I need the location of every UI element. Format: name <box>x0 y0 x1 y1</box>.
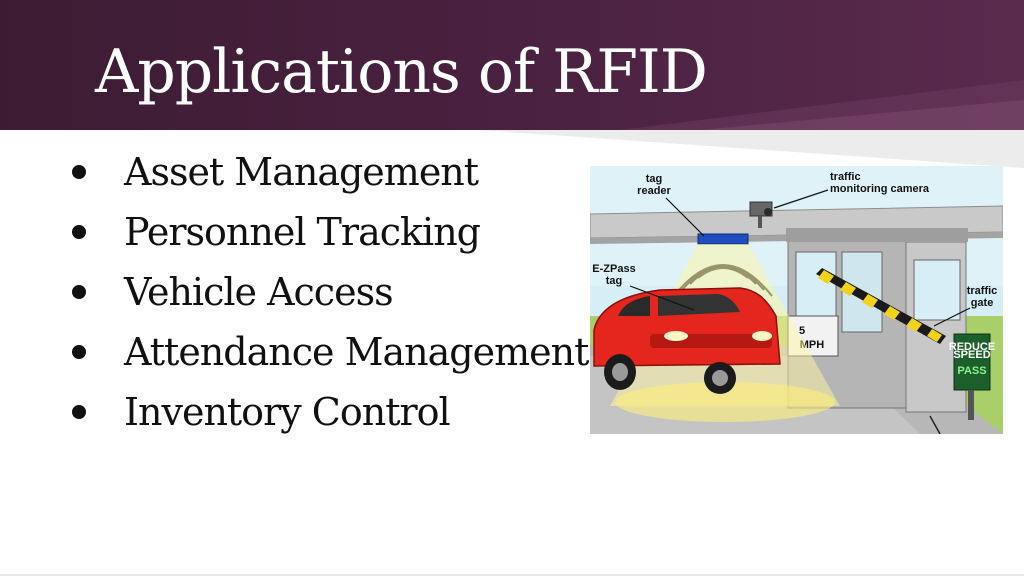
bullet-text: Attendance Management <box>124 330 589 374</box>
tag-reader-label-2: reader <box>637 185 671 197</box>
bullet-icon <box>72 345 86 359</box>
rfid-toll-illustration: 5 MPH REDUCE SPEED PASS <box>590 166 1003 434</box>
pass-sign-icon <box>953 333 991 420</box>
list-item: Attendance Management <box>62 322 589 382</box>
bullet-icon <box>72 165 86 179</box>
camera-label-1: traffic <box>830 171 861 183</box>
tag-reader-label-1: tag <box>646 173 663 185</box>
speed-limit-value: 5 <box>799 325 805 337</box>
slide-bottom-edge <box>0 574 1024 576</box>
sign-text-1: REDUCE <box>949 341 995 353</box>
sign-text-3: PASS <box>957 365 986 377</box>
camera-label-2: monitoring camera <box>830 183 930 195</box>
list-item: Personnel Tracking <box>62 202 588 262</box>
car-icon <box>593 287 781 394</box>
bullet-text: Personnel Tracking <box>124 210 481 254</box>
bullet-icon <box>72 225 86 239</box>
ezpass-label-2: tag <box>606 275 623 287</box>
bullet-icon <box>72 285 86 299</box>
rf-field <box>615 382 835 422</box>
gate-label-1: traffic <box>967 285 998 297</box>
sign-text-2: SPEED <box>953 349 990 361</box>
slide-header: Applications of RFID <box>0 0 1024 130</box>
gate-arm-icon <box>816 268 946 344</box>
bullet-list: Asset Management Personnel Tracking Vehi… <box>62 142 589 442</box>
ezpass-label-1: E-ZPass <box>592 263 635 275</box>
list-item: Asset Management <box>62 142 588 202</box>
gate-label-2: gate <box>971 297 994 309</box>
list-item: Inventory Control <box>62 382 588 442</box>
header-swoosh <box>620 80 1024 130</box>
bullet-text: Inventory Control <box>124 390 451 434</box>
bullet-text: Vehicle Access <box>124 270 394 314</box>
bullet-icon <box>72 405 86 419</box>
header-shadow-band <box>480 130 1024 168</box>
list-item: Vehicle Access <box>62 262 588 322</box>
camera-icon <box>749 201 773 228</box>
slide-title: Applications of RFID <box>95 37 708 107</box>
bullet-text: Asset Management <box>124 150 479 194</box>
